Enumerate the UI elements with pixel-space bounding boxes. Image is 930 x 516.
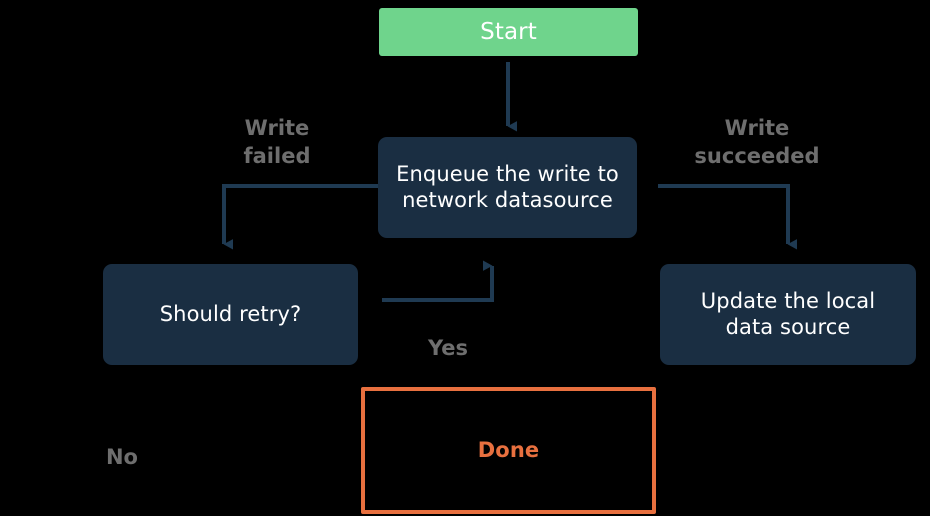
edge-enqueue-to-update	[658, 184, 797, 250]
node-done-label: Done	[477, 437, 540, 462]
node-enqueue-label: Enqueue the write to network datasource	[396, 161, 619, 212]
node-enqueue[interactable]: Enqueue the write to network datasource	[378, 137, 637, 238]
edge-label-yes: Yes	[427, 336, 469, 360]
node-update-local-datasource-label: Update the local data source	[700, 288, 876, 339]
node-update-local-datasource[interactable]: Update the local data source	[660, 264, 916, 365]
node-should-retry-label: Should retry?	[159, 301, 302, 326]
edge-label-write-failed: Write failed	[243, 116, 311, 169]
edge-label-no: No	[105, 445, 138, 469]
edge-label-write-succeeded: Write succeeded	[694, 116, 820, 169]
node-start[interactable]: Start	[379, 8, 638, 56]
node-start-label: Start	[480, 18, 537, 45]
node-done[interactable]: Done	[361, 387, 656, 514]
edge-enqueue-to-retry	[222, 184, 378, 250]
node-should-retry[interactable]: Should retry?	[103, 264, 358, 365]
edge-retry-to-enqueue	[382, 260, 494, 302]
